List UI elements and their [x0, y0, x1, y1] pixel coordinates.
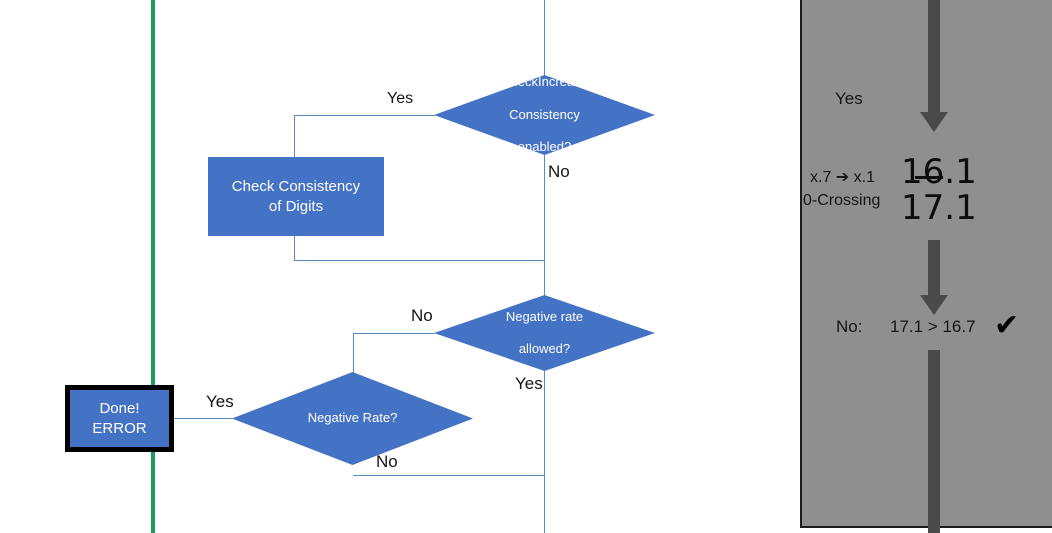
connector-negrate-yes-horizontal — [174, 418, 234, 419]
connector-spine-top — [544, 0, 545, 76]
connector-nra-yes-vertical — [544, 371, 545, 476]
process-line-1: Check Consistency — [231, 178, 361, 195]
connector-checkincrease-no-vertical — [544, 155, 545, 300]
connector-checkincrease-yes-vertical — [294, 115, 295, 158]
edge-label-checkincrease-yes: Yes — [387, 90, 414, 107]
decision-negative-rate-allowed-text: Negative rate allowed? — [482, 309, 607, 358]
panel-bar-3 — [928, 350, 940, 533]
connector-process-exit-vertical — [294, 236, 295, 261]
decision-line-2: Consistency — [509, 106, 580, 122]
panel-label-digit-shift: x.7 ➔ x.1 — [810, 169, 875, 186]
annotation-panel-bottom-edge — [800, 526, 1052, 528]
edge-label-nra-no: No — [411, 306, 433, 325]
panel-arrow-1-shaft — [928, 0, 940, 112]
connector-nra-no-horizontal — [353, 333, 435, 334]
edge-label-negrate-yes: Yes — [206, 392, 234, 411]
connector-checkincrease-yes-horizontal — [294, 115, 435, 116]
decision-check-increase-consistency[interactable]: CheckIncrease Consistency enabled? — [434, 75, 655, 155]
process-line-2: of Digits — [268, 197, 324, 215]
panel-comparison-expression: 17.1 > 16.7 — [890, 317, 976, 336]
connector-process-exit-horizontal — [294, 260, 545, 261]
green-divider-line — [151, 0, 155, 533]
panel-comparison-label: No: — [836, 317, 863, 336]
decision-line-3: enabled? — [517, 139, 572, 155]
connector-negrate-no-horizontal — [353, 475, 545, 476]
panel-value-current: 17.1 — [901, 188, 977, 228]
process-check-consistency-of-digits[interactable]: Check Consistency of Digits — [208, 157, 384, 236]
edge-label-nra-yes: Yes — [515, 374, 543, 393]
panel-label-yes: Yes — [835, 89, 863, 108]
decision-negative-rate[interactable]: Negative Rate? — [232, 372, 473, 465]
decision-nra-line-2: allowed? — [518, 341, 571, 357]
decision-check-increase-text: CheckIncrease Consistency enabled? — [477, 74, 612, 155]
connector-spine-bottom — [544, 475, 545, 533]
panel-arrow-2-head — [920, 295, 948, 315]
edge-label-negrate-no: No — [376, 452, 398, 471]
panel-check-icon: ✔ — [994, 309, 1020, 342]
annotation-panel — [800, 0, 1052, 528]
decision-negative-rate-allowed[interactable]: Negative rate allowed? — [434, 295, 655, 371]
terminator-line-2: ERROR — [92, 419, 147, 437]
process-check-consistency-text: Check Consistency of Digits — [232, 177, 360, 216]
panel-value-struck: 16.1 — [901, 152, 977, 192]
panel-label-zero-crossing: 0-Crossing — [803, 192, 881, 209]
panel-value-struck-strikethrough — [915, 176, 943, 179]
decision-line-1: CheckIncrease — [501, 74, 588, 90]
panel-arrow-1-head — [920, 112, 948, 132]
panel-arrow-2-shaft — [928, 240, 940, 295]
decision-nra-line-1: Negative rate — [505, 308, 584, 324]
edge-label-checkincrease-no: No — [548, 162, 570, 181]
terminator-line-1: Done! — [99, 400, 140, 417]
terminator-done-error-text: Done! ERROR — [92, 399, 146, 438]
decision-negative-rate-text: Negative Rate? — [307, 410, 398, 426]
terminator-done-error[interactable]: Done! ERROR — [65, 385, 174, 452]
